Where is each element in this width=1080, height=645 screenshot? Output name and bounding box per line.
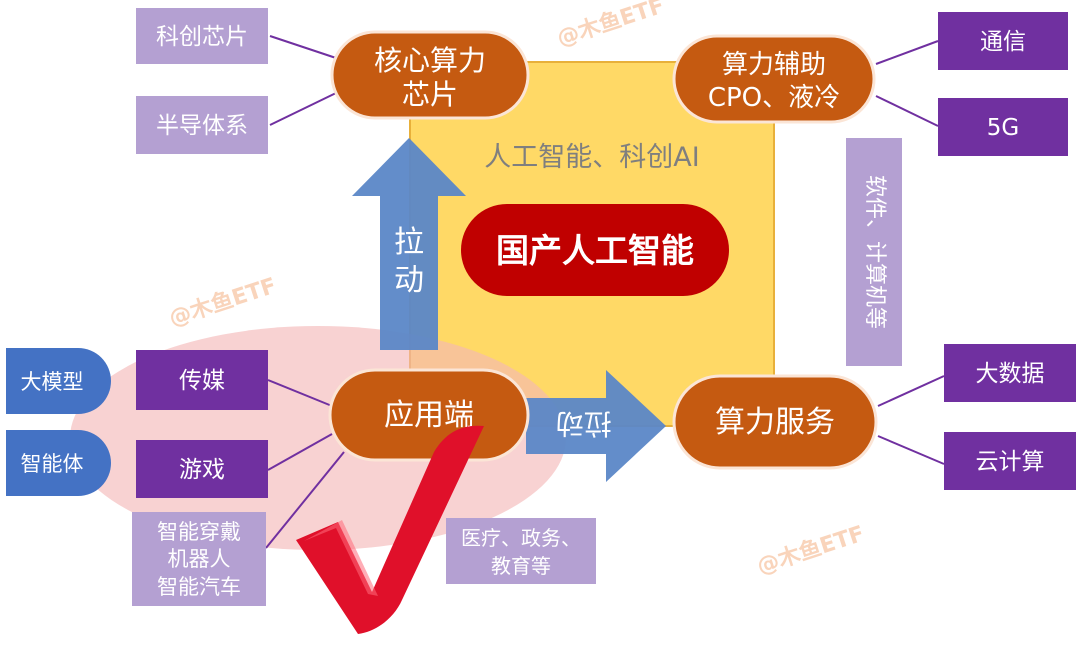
node-compute-service-label: 算力服务 xyxy=(715,405,835,440)
tab-agent-label: 智能体 xyxy=(21,452,84,476)
box-telecom xyxy=(938,12,1068,70)
node-compute-service xyxy=(672,374,878,470)
box-cloud-label: 云计算 xyxy=(976,449,1045,475)
checkmark-icon xyxy=(296,425,484,634)
box-devices-line3: 智能汽车 xyxy=(157,575,241,599)
box-media xyxy=(136,350,268,410)
box-sectors xyxy=(446,518,596,584)
box-software-vertical-label: 软件、计算机等 xyxy=(862,175,887,329)
node-core-chip xyxy=(330,30,530,120)
pull-right-label: 拉动 xyxy=(556,407,612,440)
node-core-chip-line1: 核心算力 xyxy=(374,44,486,77)
node-application-label: 应用端 xyxy=(384,398,474,433)
box-games xyxy=(136,440,268,498)
watermark-3: @木鱼ETF xyxy=(754,521,868,580)
tab-large-model xyxy=(6,348,111,414)
box-5g xyxy=(938,98,1068,156)
box-star-chip xyxy=(136,8,268,64)
box-5g-label: 5G xyxy=(987,115,1019,141)
watermark-2: @木鱼ETF xyxy=(166,273,280,332)
watermark-1: @木鱼ETF xyxy=(554,0,668,52)
node-compute-assist-line1: 算力辅助 xyxy=(722,50,826,80)
box-big-data xyxy=(944,344,1076,402)
box-telecom-label: 通信 xyxy=(980,29,1026,55)
pull-right-arrow xyxy=(526,370,666,482)
box-devices-line2: 机器人 xyxy=(168,547,231,571)
tab-agent xyxy=(6,430,111,496)
box-software-vertical xyxy=(846,138,902,366)
box-games-label: 游戏 xyxy=(179,457,225,483)
box-media-label: 传媒 xyxy=(179,368,225,394)
node-core-chip-line2: 芯片 xyxy=(402,78,458,111)
pull-up-arrow xyxy=(352,138,466,350)
pull-up-label-bottom: 动 xyxy=(394,263,424,298)
box-sectors-line1: 医疗、政务、 xyxy=(461,526,581,550)
center-label: 国产人工智能 xyxy=(496,231,694,270)
node-compute-assist xyxy=(672,34,876,124)
box-semiconductor xyxy=(136,96,268,154)
box-star-chip-label: 科创芯片 xyxy=(156,24,248,50)
box-cloud xyxy=(944,432,1076,490)
box-big-data-label: 大数据 xyxy=(976,361,1045,387)
box-devices xyxy=(132,512,266,606)
box-semiconductor-label: 半导体系 xyxy=(156,113,248,139)
center-pill xyxy=(461,204,729,296)
connector-lines xyxy=(265,35,945,549)
pull-up-label-top: 拉 xyxy=(394,225,424,260)
checkmark-highlight-icon xyxy=(304,520,378,596)
box-sectors-line2: 教育等 xyxy=(491,554,551,578)
core-subtitle: 人工智能、科创AI xyxy=(484,142,699,173)
node-compute-assist-line2: CPO、液冷 xyxy=(708,83,840,113)
tab-large-model-label: 大模型 xyxy=(21,370,84,394)
box-devices-line1: 智能穿戴 xyxy=(157,520,241,544)
